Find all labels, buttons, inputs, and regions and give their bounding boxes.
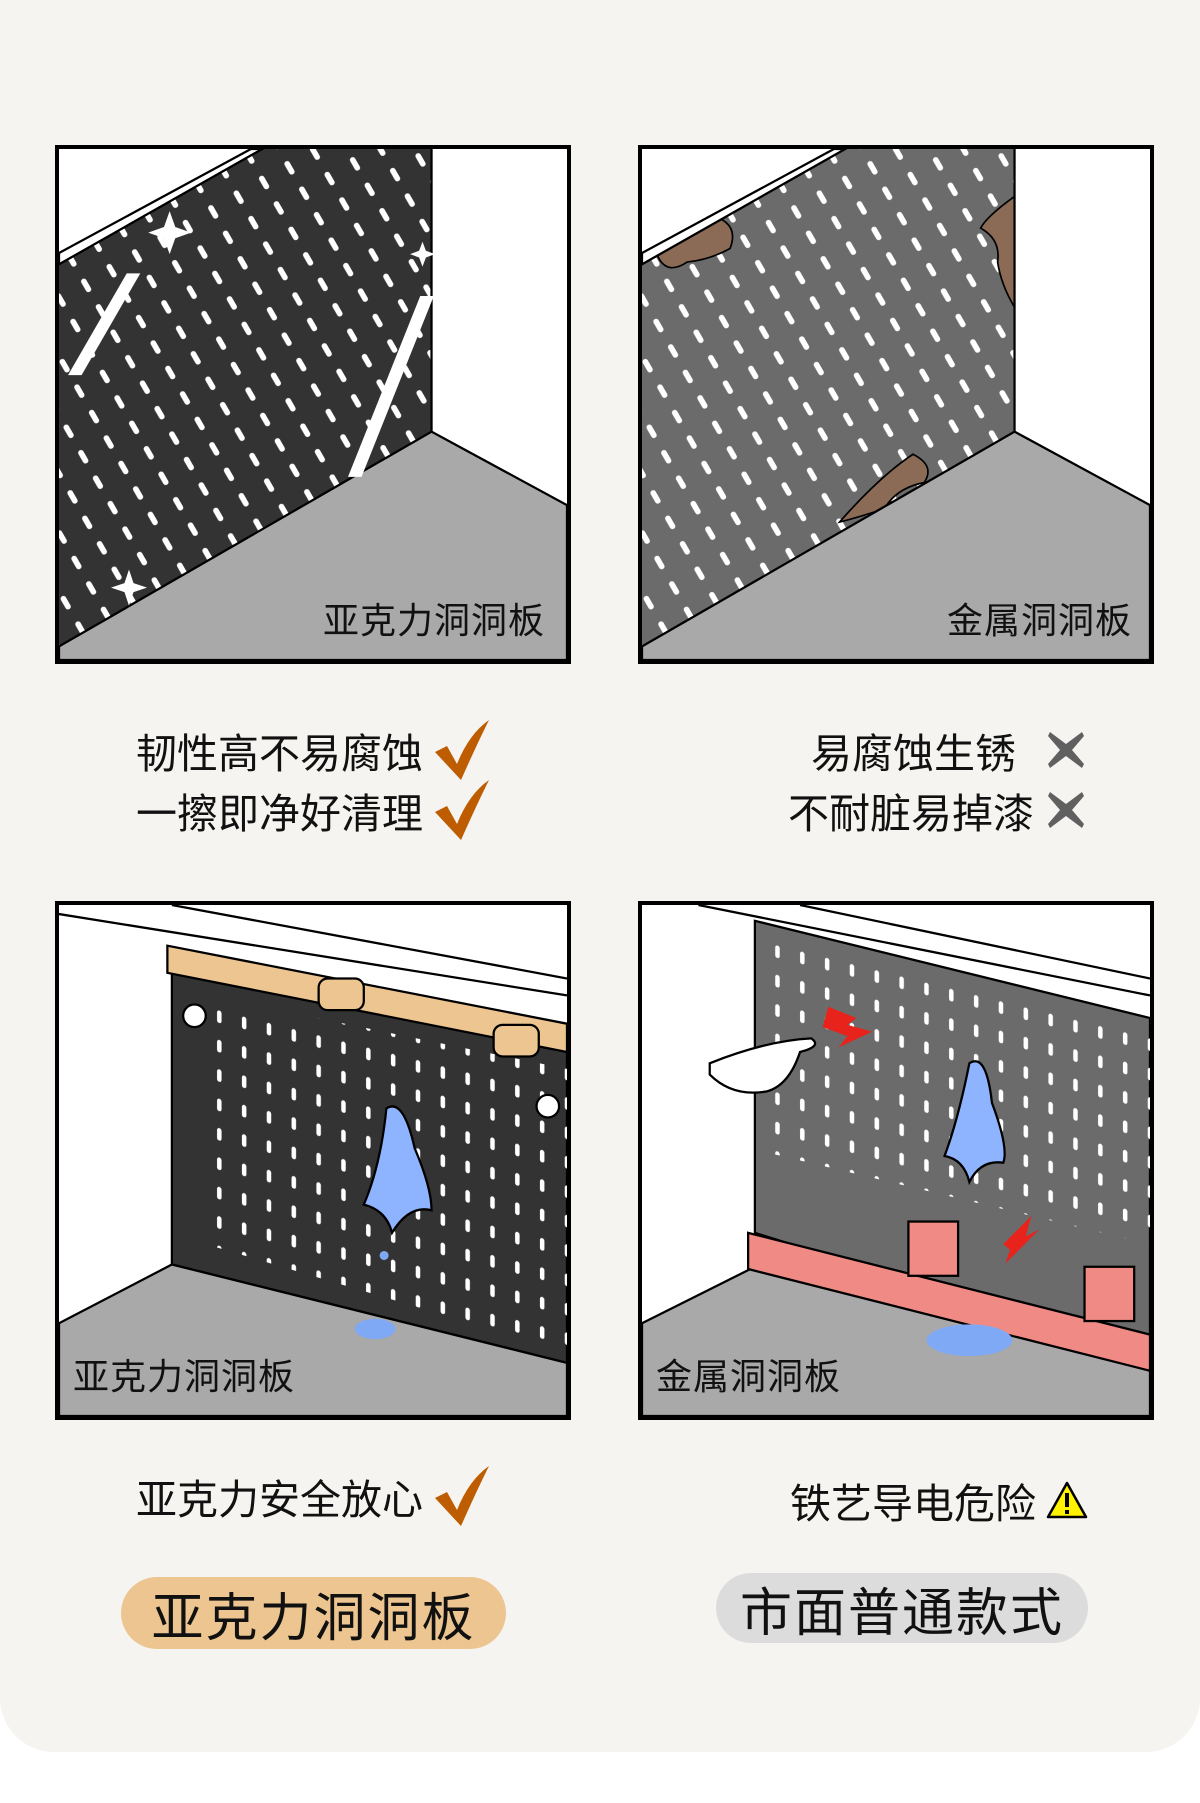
check-icon <box>435 1466 489 1526</box>
cross-icon <box>1048 792 1084 828</box>
feature-text: 一擦即净好清理 <box>136 790 423 838</box>
check-icon <box>435 720 489 780</box>
comparison-card: 亚克力洞洞板 金属洞洞板 <box>0 0 1200 1752</box>
panel-label: 金属洞洞板 <box>946 601 1132 642</box>
feature-item: 亚克力安全放心 <box>136 1466 489 1526</box>
acrylic-safety-illustration: 亚克力洞洞板 <box>55 901 571 1420</box>
feature-item: 一擦即净好清理 <box>136 780 489 840</box>
feature-text: 铁艺导电危险 <box>790 1480 1036 1528</box>
panel-label: 金属洞洞板 <box>656 1357 842 1398</box>
feature-item: 不耐脏易掉漆 <box>788 780 1088 840</box>
feature-text: 易腐蚀生锈 <box>811 730 1016 778</box>
feature-item: 韧性高不易腐蚀 <box>136 720 489 780</box>
feature-item: 易腐蚀生锈 <box>811 720 1088 780</box>
cross-icon <box>1048 732 1084 768</box>
feature-item: 铁艺导电危险 <box>790 1470 1088 1530</box>
common-badge: 市面普通款式 <box>716 1573 1088 1644</box>
acrylic-pegboard-illustration: 亚克力洞洞板 <box>55 145 571 664</box>
feature-text: 韧性高不易腐蚀 <box>136 730 423 778</box>
metal-hazard-illustration: 金属洞洞板 <box>638 901 1154 1420</box>
acrylic-board-drawing <box>59 149 567 660</box>
metal-board-drawing <box>642 149 1150 660</box>
feature-text: 亚克力安全放心 <box>136 1476 423 1524</box>
metal-hazard-drawing <box>642 905 1150 1416</box>
panel-label: 亚克力洞洞板 <box>322 601 545 642</box>
feature-text: 不耐脏易掉漆 <box>788 790 1034 838</box>
check-icon <box>435 780 489 840</box>
acrylic-badge: 亚克力洞洞板 <box>121 1577 506 1649</box>
acrylic-safety-drawing <box>59 905 567 1416</box>
panel-label: 亚克力洞洞板 <box>73 1357 296 1398</box>
warning-icon <box>1046 1481 1088 1519</box>
metal-pegboard-illustration: 金属洞洞板 <box>638 145 1154 664</box>
